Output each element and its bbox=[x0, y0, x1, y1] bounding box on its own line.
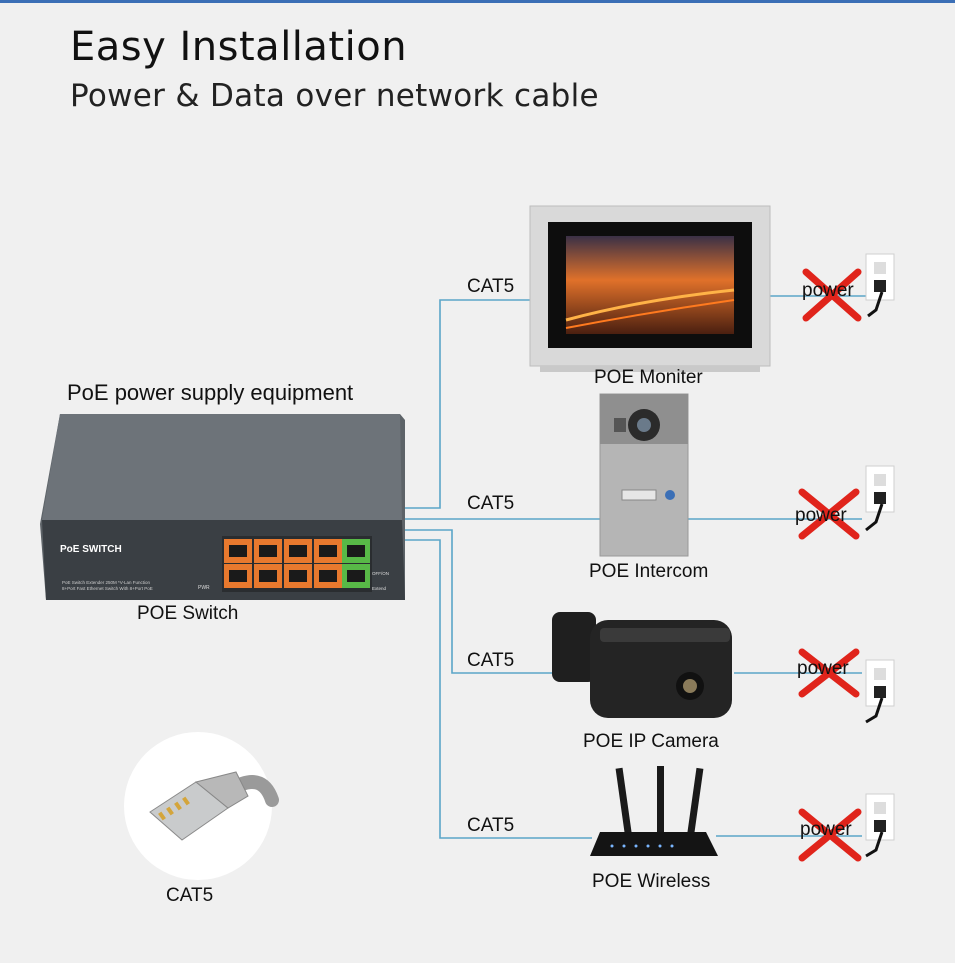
outlet-1 bbox=[865, 253, 895, 318]
wireless-label: POE Wireless bbox=[592, 871, 711, 892]
switch-extend: Extend bbox=[372, 586, 387, 591]
switch-off-on: OFF/ON bbox=[372, 571, 389, 576]
intercom-label: POE Intercom bbox=[589, 561, 709, 582]
power-cables bbox=[688, 295, 868, 837]
cat5-connector-label: CAT5 bbox=[166, 885, 214, 906]
page-title: Easy Installation bbox=[70, 24, 408, 70]
cross-icon-4 bbox=[798, 808, 862, 862]
power-label-camera: power bbox=[797, 658, 849, 679]
power-label-monitor: power bbox=[802, 280, 854, 301]
poe-intercom-device bbox=[599, 393, 689, 557]
cross-icon-1 bbox=[802, 268, 862, 322]
top-accent-bar bbox=[0, 0, 955, 3]
equipment-label: PoE power supply equipment bbox=[67, 380, 354, 405]
power-label-wireless: power bbox=[800, 819, 852, 840]
poe-ip-camera-device bbox=[552, 612, 732, 718]
poe-monitor-device bbox=[529, 205, 771, 372]
power-label-intercom: power bbox=[795, 505, 847, 526]
cable-to-wireless bbox=[405, 539, 592, 839]
no-power-cross-icons bbox=[798, 268, 862, 862]
cable-label-intercom: CAT5 bbox=[467, 493, 515, 514]
outlet-4 bbox=[865, 793, 895, 858]
cable-label-wireless: CAT5 bbox=[467, 815, 515, 836]
cross-icon-2 bbox=[798, 488, 860, 540]
monitor-label: POE Moniter bbox=[594, 367, 703, 388]
cable-to-camera bbox=[405, 529, 560, 674]
switch-spec-1: PoE Switch Extender 250M *V-Lan Function bbox=[62, 580, 151, 585]
switch-brand: PoE SWITCH bbox=[60, 544, 122, 555]
cat5-connector-icon bbox=[124, 732, 279, 880]
switch-spec-2: 8+Port Fast Ethernet Switch With 8+Port … bbox=[62, 586, 153, 591]
cable-label-camera: CAT5 bbox=[467, 650, 515, 671]
cable-to-monitor bbox=[405, 299, 530, 509]
wall-outlets bbox=[865, 253, 895, 858]
page-subtitle: Power & Data over network cable bbox=[70, 78, 599, 114]
cross-icon-3 bbox=[798, 648, 860, 698]
outlet-2 bbox=[865, 465, 895, 532]
outlet-3 bbox=[865, 659, 895, 724]
switch-label: POE Switch bbox=[137, 603, 239, 624]
poe-wireless-router-device bbox=[590, 766, 718, 856]
cable-label-monitor: CAT5 bbox=[467, 276, 515, 297]
switch-pwr: PWR bbox=[198, 585, 210, 591]
camera-label: POE IP Camera bbox=[583, 731, 719, 752]
network-cables bbox=[405, 299, 600, 839]
poe-switch-device: PoE SWITCH PoE Switch Extender 250M *V-L… bbox=[40, 414, 405, 600]
